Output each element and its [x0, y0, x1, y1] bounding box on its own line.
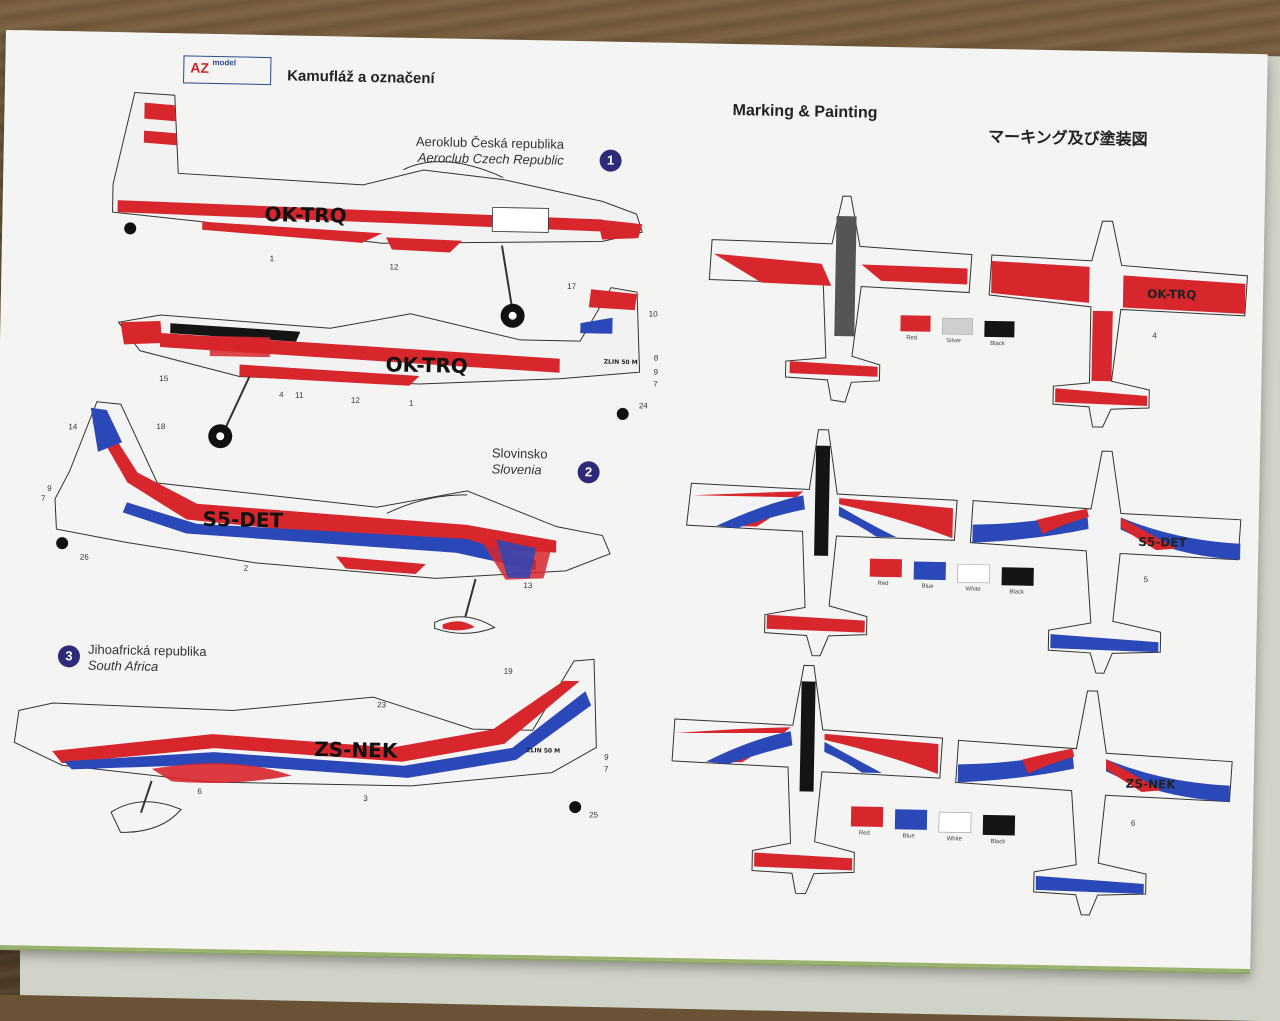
scheme-1-registration-top: OK-TRQ: [264, 202, 347, 228]
model-text-1: ZLIN 50 M: [604, 359, 638, 367]
swatch-label-black-3: Black: [991, 839, 1007, 845]
callout-11: 11: [295, 391, 304, 400]
callout-7b: 7: [41, 494, 46, 503]
callout-4-plan: 4: [1152, 331, 1157, 340]
swatch-label-black-1: Black: [990, 341, 1006, 347]
scheme-3-registration: ZS-NEK: [314, 737, 399, 763]
scheme-3-color-swatches: Red Blue White Black: [850, 806, 1016, 845]
callout-12b: 12: [351, 396, 361, 405]
callout-1b: 1: [409, 399, 414, 408]
swatch-black-1: [984, 320, 1015, 338]
swatch-silver-1: [942, 317, 973, 335]
scheme-2-color-swatches: Red Blue White Black: [869, 558, 1034, 596]
callout-1: 1: [270, 254, 275, 263]
drawings-canvas: OK-TRQ 1 12 OK-TRQ ZLIN 50 M 17 10 8 9 7: [13, 91, 1249, 916]
scheme-3-bottom-view: ZS-NEK 6: [955, 690, 1233, 916]
scheme-1-bottom-view: OK-TRQ 4: [988, 220, 1249, 428]
scheme-2-top-view: [686, 429, 958, 657]
callout-7: 7: [653, 379, 658, 388]
scheme-1-top-view: [708, 195, 973, 403]
callout-17: 17: [567, 282, 577, 291]
callout-26: 26: [80, 553, 90, 562]
instruction-sheet: AZ model Kamufláž a označení Marking & P…: [0, 30, 1268, 973]
callout-3: 3: [363, 794, 368, 803]
scheme-1-registration-plan: OK-TRQ: [1147, 287, 1197, 302]
callout-6: 6: [197, 787, 202, 796]
swatch-label-blue-3: Blue: [903, 833, 916, 839]
scheme-3-registration-plan: ZS-NEK: [1126, 777, 1177, 792]
swatch-label-red-1: Red: [906, 335, 917, 341]
callout-13: 13: [523, 581, 533, 590]
callout-4: 4: [279, 390, 284, 399]
scheme-1-registration-bottom: OK-TRQ: [385, 352, 468, 378]
callout-14: 14: [68, 422, 78, 431]
swatch-black-3: [982, 814, 1016, 836]
swatch-label-red-2: Red: [877, 581, 888, 587]
scheme-2-registration-plan: S5-DET: [1138, 535, 1187, 550]
callout-7c: 7: [604, 765, 609, 774]
callout-6-plan: 6: [1131, 819, 1136, 828]
callout-15: 15: [159, 374, 169, 383]
callout-2: 2: [244, 564, 249, 573]
swatch-blue-3: [894, 809, 928, 830]
swatch-red-1: [900, 315, 931, 332]
scheme-3-side-view: ZS-NEK ZLIN 50 M 19 23 9 7 25 6 3: [13, 658, 609, 833]
callout-9b: 9: [47, 484, 52, 493]
scheme-3-top-view: [671, 664, 944, 895]
swatch-red-3: [850, 806, 884, 827]
swatch-label-white-2: White: [965, 587, 981, 593]
callout-10: 10: [649, 309, 659, 318]
callout-19: 19: [504, 667, 514, 676]
callout-9c: 9: [604, 753, 609, 762]
scheme-1-side-view-left: OK-TRQ ZLIN 50 M 17 10 8 9 7 15 4 11 12 …: [117, 282, 659, 449]
scheme-2-side-view: S5-DET 14 18 9 7 26 2 13: [41, 401, 611, 634]
swatch-red-2: [869, 558, 903, 578]
swatch-black-2: [1001, 567, 1034, 586]
scheme-1-side-view-right: OK-TRQ 1 12: [112, 91, 643, 328]
scheme-1-color-swatches: Red Silver Black: [900, 315, 1015, 347]
callout-18: 18: [156, 422, 166, 431]
callout-24: 24: [639, 401, 649, 410]
callout-12: 12: [389, 262, 399, 271]
scheme-2-registration: S5-DET: [202, 507, 283, 533]
callout-8: 8: [654, 353, 659, 362]
swatch-white-2: [957, 564, 991, 584]
callout-5-plan: 5: [1144, 575, 1149, 584]
scheme-2-bottom-view: S5-DET 5: [969, 450, 1242, 674]
swatch-label-white-3: White: [947, 836, 963, 842]
callout-9: 9: [653, 367, 658, 376]
swatch-label-red-3: Red: [859, 831, 870, 837]
swatch-label-black-2: Black: [1009, 589, 1025, 595]
swatch-white-3: [938, 811, 972, 833]
callout-25: 25: [589, 810, 599, 819]
swatch-blue-2: [913, 561, 946, 581]
swatch-label-silver-1: Silver: [946, 338, 961, 344]
model-text-3: ZLIN 50 M: [526, 747, 560, 755]
callout-23: 23: [377, 700, 387, 709]
swatch-label-blue-2: Blue: [921, 584, 934, 590]
